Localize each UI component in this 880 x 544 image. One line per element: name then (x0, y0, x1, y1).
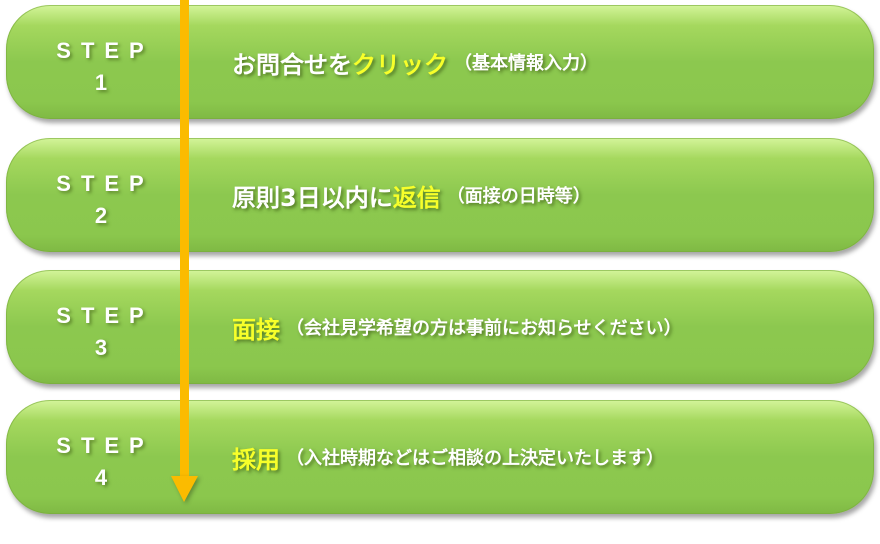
step-number: 2 (94, 203, 108, 228)
step-note: （基本情報入力） (454, 53, 598, 74)
step-word: STEP (56, 38, 154, 63)
step-word: STEP (56, 303, 154, 328)
step-1-description: お問合せを クリック （基本情報入力） (232, 5, 598, 119)
step-4-box: STEP 4 採用 （入社時期などはご相談の上決定いたします） (6, 400, 874, 514)
arrow-down-icon (171, 476, 198, 502)
step-main-text: お問合せを (232, 50, 352, 79)
step-main-text: 原則3日以内に (232, 183, 393, 212)
step-1-box: STEP 1 お問合せを クリック （基本情報入力） (6, 5, 874, 119)
step-3-label: STEP 3 (6, 300, 196, 364)
step-highlight-text: 採用 (232, 445, 280, 474)
step-highlight-text: 面接 (232, 315, 280, 344)
step-3-box: STEP 3 面接 （会社見学希望の方は事前にお知らせください） (6, 270, 874, 384)
step-note: （会社見学希望の方は事前にお知らせください） (286, 318, 682, 339)
step-3-description: 面接 （会社見学希望の方は事前にお知らせください） (232, 270, 682, 384)
step-2-box: STEP 2 原則3日以内に 返信 （面接の日時等） (6, 138, 874, 252)
step-word: STEP (56, 171, 154, 196)
step-number: 1 (94, 70, 108, 95)
step-number: 4 (94, 465, 108, 490)
step-note: （入社時期などはご相談の上決定いたします） (286, 448, 664, 469)
step-2-label: STEP 2 (6, 168, 196, 232)
step-4-label: STEP 4 (6, 430, 196, 494)
step-4-description: 採用 （入社時期などはご相談の上決定いたします） (232, 400, 664, 514)
step-highlight-text: 返信 (392, 183, 441, 212)
step-highlight-text: クリック (352, 50, 448, 79)
step-note: （面接の日時等） (446, 186, 591, 207)
step-2-description: 原則3日以内に 返信 （面接の日時等） (232, 138, 591, 252)
step-number: 3 (94, 335, 108, 360)
flow-arrow-line (180, 0, 189, 476)
step-1-label: STEP 1 (6, 35, 196, 99)
step-word: STEP (56, 433, 154, 458)
